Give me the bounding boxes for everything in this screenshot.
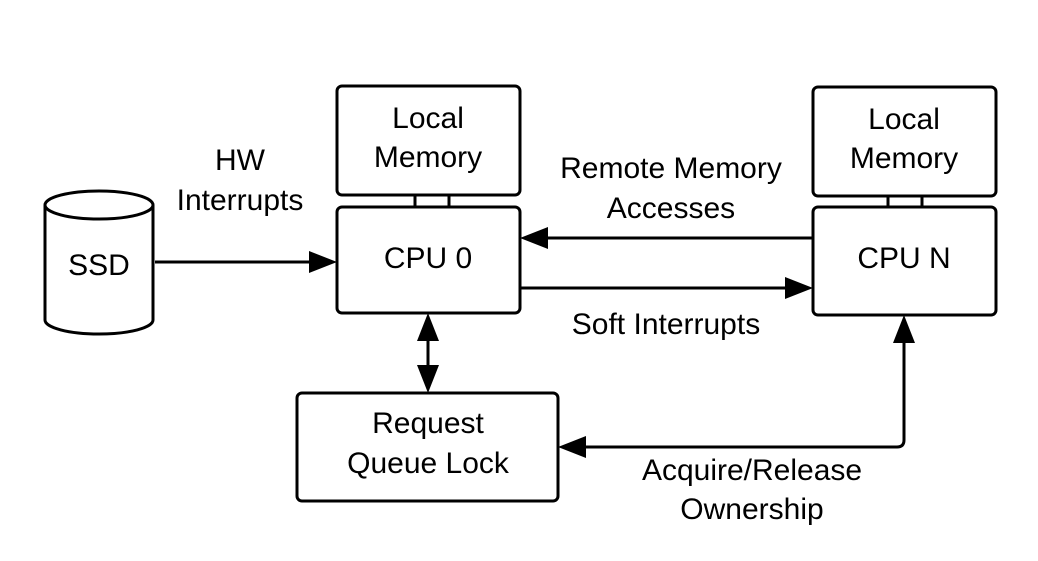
remote-memory-accesses-label-line-2: Accesses <box>607 192 735 225</box>
acquire-release-label-line-2: Ownership <box>680 493 823 526</box>
local-memory-n-line-2: Memory <box>850 142 958 175</box>
hw-interrupts-edge: HW Interrupts <box>155 144 337 273</box>
request-queue-lock-line-2: Queue Lock <box>347 447 510 480</box>
acquire-release-arrowhead-left <box>558 436 586 458</box>
memory-bus-n <box>886 196 924 207</box>
remote-memory-accesses-label-line-1: Remote Memory <box>560 152 782 185</box>
soft-interrupts-edge: Soft Interrupts <box>520 277 813 341</box>
acquire-release-arrowhead-up <box>893 315 915 343</box>
cpu-n-node: CPU N <box>811 205 998 317</box>
acquire-release-ownership-edge: Acquire/Release Ownership <box>558 315 915 526</box>
ssd-label: SSD <box>68 249 130 282</box>
cpu0-lock-arrowhead-down <box>417 365 439 393</box>
request-queue-lock-line-1: Request <box>372 407 484 440</box>
ssd-node: SSD <box>43 189 155 336</box>
local-memory-0-line-1: Local <box>392 102 464 135</box>
cpu-0-label: CPU 0 <box>384 242 472 275</box>
cpu-0-node: CPU 0 <box>335 205 522 315</box>
hw-interrupts-label-line-2: Interrupts <box>177 184 304 217</box>
local-memory-n-node: Local Memory <box>811 85 998 198</box>
hw-interrupts-label-line-1: HW <box>215 144 266 177</box>
memory-bus-0 <box>413 195 451 207</box>
local-memory-0-node: Local Memory <box>335 84 522 197</box>
acquire-release-label-line-1: Acquire/Release <box>642 454 862 487</box>
request-queue-lock-node: Request Queue Lock <box>295 391 560 503</box>
remote-memory-accesses-edge: Remote Memory Accesses <box>520 152 813 249</box>
cpu0-lock-arrowhead-up <box>417 313 439 341</box>
soft-interrupts-arrowhead <box>785 277 813 299</box>
cpu-n-label: CPU N <box>857 242 950 275</box>
hw-interrupts-arrowhead <box>309 251 337 273</box>
remote-memory-accesses-arrowhead <box>520 227 548 249</box>
soft-interrupts-label: Soft Interrupts <box>572 308 760 341</box>
local-memory-0-line-2: Memory <box>374 141 482 174</box>
local-memory-n-line-1: Local <box>868 103 940 136</box>
cpu0-lock-bidirectional-edge <box>417 313 439 393</box>
